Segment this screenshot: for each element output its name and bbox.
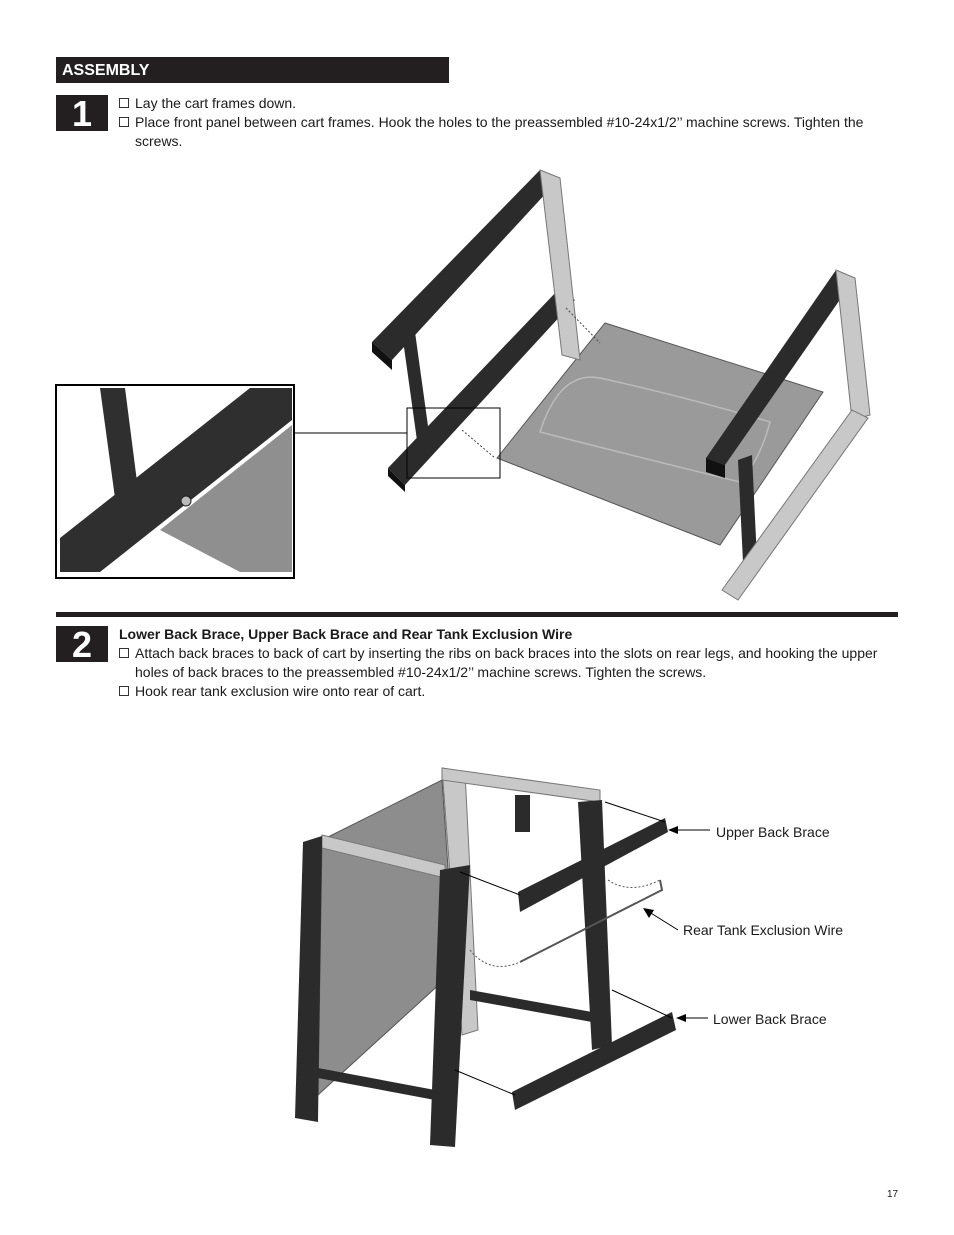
section-header: ASSEMBLY (56, 57, 449, 83)
step-1-illustration (55, 169, 871, 601)
right-cart-frame (706, 269, 871, 601)
checkbox-icon (119, 117, 129, 127)
upper-back-brace (518, 818, 668, 912)
step-1-number: 1 (56, 95, 108, 132)
zoom-inset (55, 384, 295, 579)
rear-tank-exclusion-wire-label: Rear Tank Exclusion Wire (683, 922, 844, 938)
page-number: 17 (887, 1189, 899, 1200)
left-cart-frame (372, 169, 581, 492)
step-2-instructions: Lower Back Brace, Upper Back Brace and R… (119, 625, 894, 701)
lower-back-brace-label: Lower Back Brace (713, 1011, 827, 1027)
step-1-bullet-1: Lay the cart frames down. (119, 94, 894, 113)
step-2-illustration (295, 767, 710, 1147)
front-left-leg (295, 836, 322, 1122)
step-2-title: Lower Back Brace, Upper Back Brace and R… (119, 626, 573, 642)
checkbox-icon (119, 98, 129, 108)
step-1-instructions: Lay the cart frames down. Place front pa… (119, 94, 894, 151)
section-divider (56, 612, 898, 617)
section-title: ASSEMBLY (62, 62, 150, 79)
rear-tank-exclusion-wire (519, 879, 664, 963)
upper-back-brace-label: Upper Back Brace (716, 824, 830, 840)
step-2-bullet-1: Attach back braces to back of cart by in… (119, 644, 894, 682)
step-1-bullet-2: Place front panel between cart frames. H… (119, 113, 894, 151)
checkbox-icon (119, 648, 129, 658)
checkbox-icon (119, 686, 129, 696)
lower-back-brace (512, 1012, 676, 1110)
step-2-bullet-2: Hook rear tank exclusion wire onto rear … (119, 682, 894, 701)
step-2-number: 2 (56, 626, 108, 663)
front-right-leg (430, 865, 470, 1147)
